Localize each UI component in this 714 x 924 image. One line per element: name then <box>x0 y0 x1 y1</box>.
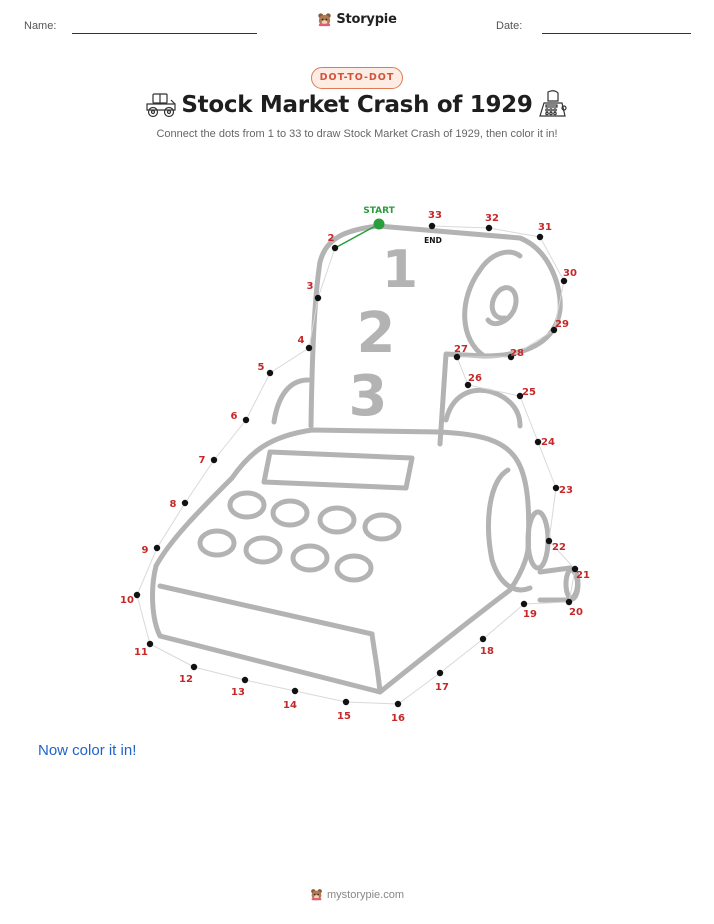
date-line[interactable] <box>542 33 691 34</box>
start-segment <box>334 223 380 249</box>
dot-label-16: 16 <box>391 713 405 724</box>
dot-label-6: 6 <box>231 411 238 422</box>
brand-name: Storypie <box>336 12 397 27</box>
dot-label-2: 2 <box>328 233 335 244</box>
dot-label-7: 7 <box>199 455 206 466</box>
date-label: Date: <box>496 20 523 32</box>
dot-8[interactable] <box>181 499 189 507</box>
name-line[interactable] <box>72 33 257 34</box>
start-dot[interactable] <box>373 218 385 230</box>
dot-label-26: 26 <box>468 373 482 384</box>
dot-14[interactable] <box>291 687 299 695</box>
dot-24[interactable] <box>534 438 542 446</box>
dot-label-27: 27 <box>454 344 468 355</box>
dot-label-20: 20 <box>569 607 583 618</box>
adding-machine-icon <box>539 90 567 117</box>
dot-9[interactable] <box>153 544 161 552</box>
dot-label-24: 24 <box>541 437 555 448</box>
dot-label-18: 18 <box>480 646 494 657</box>
start-label: START <box>363 206 395 216</box>
dot-28[interactable] <box>507 353 515 361</box>
dot-16[interactable] <box>394 700 402 708</box>
dot-13[interactable] <box>241 676 249 684</box>
dot-label-22: 22 <box>552 542 566 553</box>
dot-30[interactable] <box>560 277 568 285</box>
dot-12[interactable] <box>190 663 198 671</box>
dot-label-33: 33 <box>428 210 442 221</box>
instructions: Connect the dots from 1 to 33 to draw St… <box>156 128 558 140</box>
dot-label-28: 28 <box>510 348 524 359</box>
dot-25[interactable] <box>516 392 524 400</box>
color-it-prompt: Now color it in! <box>38 742 137 759</box>
dot-10[interactable] <box>133 591 141 599</box>
end-label: END <box>424 236 442 245</box>
dot-20[interactable] <box>565 598 573 606</box>
dot-33[interactable] <box>428 222 436 230</box>
dot-label-31: 31 <box>538 222 552 233</box>
dot-label-23: 23 <box>559 485 573 496</box>
paper-digit-2: 2 <box>357 301 396 366</box>
dot-11[interactable] <box>146 640 154 648</box>
paper-digit-1: 1 <box>382 240 418 300</box>
dot-label-29: 29 <box>555 319 569 330</box>
dot-to-dot-badge: DOT-TO-DOT <box>311 67 403 89</box>
dot-31[interactable] <box>536 233 544 241</box>
brand: Storypie <box>0 12 714 31</box>
dot-label-12: 12 <box>179 674 193 685</box>
dot-label-3: 3 <box>307 281 314 292</box>
dot-29[interactable] <box>550 326 558 334</box>
dot-21[interactable] <box>571 565 579 573</box>
dot-15[interactable] <box>342 698 350 706</box>
footer: mystorypie.com <box>0 886 714 905</box>
dot-19[interactable] <box>520 600 528 608</box>
dot-label-14: 14 <box>283 700 297 711</box>
name-label: Name: <box>24 20 57 32</box>
dot-3[interactable] <box>314 294 322 302</box>
dot-32[interactable] <box>485 224 493 232</box>
dot-27[interactable] <box>453 353 461 361</box>
dot-label-19: 19 <box>523 609 537 620</box>
machine-artwork: 1 2 3 <box>150 223 581 695</box>
dot-label-4: 4 <box>298 335 305 346</box>
dot-label-17: 17 <box>435 682 449 693</box>
dot-22[interactable] <box>545 537 553 545</box>
dot-label-11: 11 <box>134 647 148 658</box>
dot-23[interactable] <box>552 484 560 492</box>
dot-17[interactable] <box>436 669 444 677</box>
dot-4[interactable] <box>305 344 313 352</box>
dot-26[interactable] <box>464 381 472 389</box>
vintage-car-icon <box>146 93 176 118</box>
footer-url[interactable]: mystorypie.com <box>326 888 405 901</box>
dot-label-32: 32 <box>485 213 499 224</box>
dot-6[interactable] <box>242 416 250 424</box>
dot-5[interactable] <box>266 369 274 377</box>
dot-label-15: 15 <box>337 711 351 722</box>
dot-18[interactable] <box>479 635 487 643</box>
dot-label-9: 9 <box>142 545 149 556</box>
dot-7[interactable] <box>210 456 218 464</box>
dot-label-8: 8 <box>170 499 177 510</box>
dot-label-13: 13 <box>231 687 245 698</box>
paper-digit-3: 3 <box>349 364 388 429</box>
dot-label-25: 25 <box>522 387 536 398</box>
footer-bear-icon <box>311 889 322 901</box>
dot-label-30: 30 <box>563 268 577 279</box>
dot-2[interactable] <box>331 244 339 252</box>
page-title: Stock Market Crash of 1929 <box>181 92 533 118</box>
bear-logo-icon <box>318 13 331 27</box>
dot-label-5: 5 <box>258 362 265 373</box>
start-end-marks: START END <box>363 206 442 245</box>
dot-label-10: 10 <box>120 595 134 606</box>
dot-label-21: 21 <box>576 570 590 581</box>
